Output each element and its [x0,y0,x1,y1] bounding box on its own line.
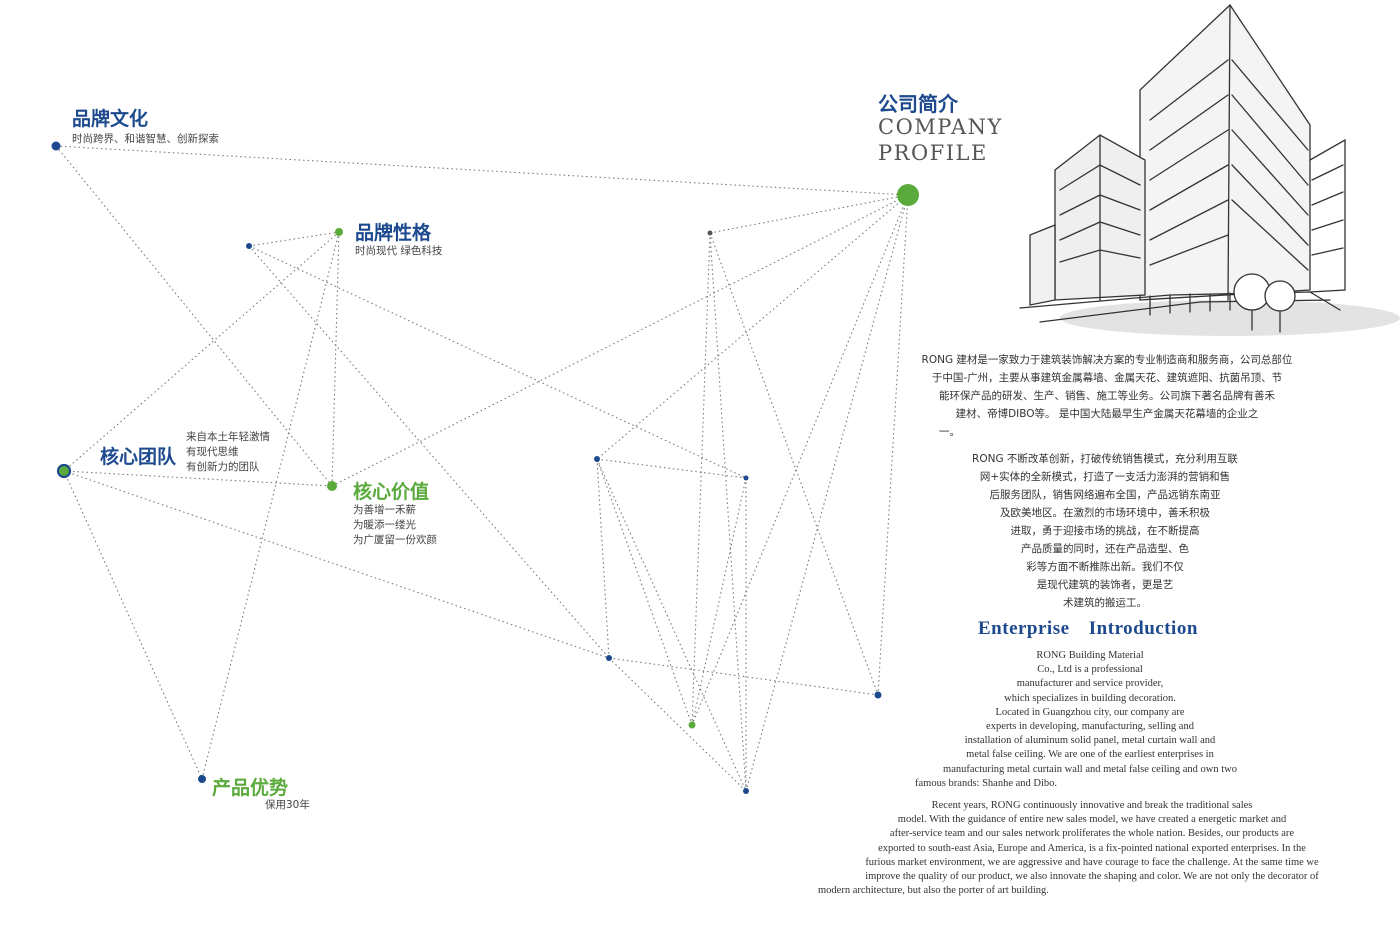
core-team-line: 有现代思维 [186,446,239,458]
cn-paragraph-line: 后服务团队，销售网络遍布全国，产品远销东南亚 [989,489,1221,501]
en-paragraph-line: experts in developing, manufacturing, se… [986,721,1194,733]
connector-line [63,470,203,780]
en-paragraph-line: Recent years, RONG continuously innovati… [931,800,1253,811]
cn-paragraph-line: 进取，勇于迎接市场的挑战，在不断提高 [1010,525,1200,537]
network-node-dot [897,184,919,206]
network-node-dot [327,481,337,491]
connector-line [596,194,909,460]
en-paragraph-line: modern architecture, but also the porter… [818,885,1049,897]
cn-paragraph-line: 于中国-广州，主要从事建筑金属幕墙、金属天花、建筑遮阳、抗菌吊顶、节 [931,372,1283,384]
en-paragraph-line: famous brands: Shanhe and Dibo. [915,777,1058,789]
network-node-dot [874,691,882,699]
cn-paragraph-line: 能环保产品的研发、生产、销售、施工等业务。公司旗下著名品牌有善禾 [939,390,1275,402]
connector-line [709,232,879,696]
cn-paragraph-line: 网+实体的全新模式，打造了一支活力澎湃的营销和售 [979,471,1231,483]
cn-paragraph-line: 及欧美地区。在激烈的市场环境中，善禾积极 [1000,507,1210,519]
network-node-dot [51,141,61,151]
connector-line [596,458,610,659]
core-team-desc: 来自本土年轻激情 有现代思维 有创新力的团队 [186,430,270,475]
cn-paragraph-line: RONG 不断改革创新，打破传统销售模式，充分利用互联 [972,453,1238,465]
en-paragraph-line: exported to south-east Asia, Europe and … [878,842,1306,854]
connector-line [248,245,610,659]
core-value-title: 核心价值 [353,481,430,503]
brand-culture-desc: 时尚跨界、和谐智慧、创新探索 [72,133,219,145]
en-paragraph-line: manufacturer and service provider, [1016,678,1164,690]
connector-line [691,194,909,726]
en-paragraph-line: model. With the guidance of entire new s… [897,814,1287,826]
core-value-line: 为善增一禾薪 [353,504,416,516]
product-advantage-title: 产品优势 [212,777,289,799]
network-node-dot [594,456,600,462]
connector-line [248,231,340,247]
cn-paragraph-line: RONG 建材是一家致力于建筑装饰解决方案的专业制造商和服务商，公司总部位 [921,354,1293,366]
cn-paragraph-2: RONG 不断改革创新，打破传统销售模式，充分利用互联 网+实体的全新模式，打造… [940,450,1270,612]
network-node-dot [335,228,343,236]
company-profile-title-en-line: PROFILE [878,141,988,165]
en-paragraph-line: Co., Ltd is a professional [1037,664,1143,676]
connector-line [877,194,909,696]
en-paragraph-line: after-service team and our sales network… [889,828,1295,840]
product-advantage-desc: 保用30年 [265,799,310,811]
connector-line [55,145,909,196]
connector-line [596,458,693,726]
cn-paragraph-line: 产品质量的同时，还在产品造型、色 [1021,543,1189,555]
company-profile-title-cn: 公司简介 [878,92,958,116]
brand-character-desc: 时尚现代 绿色科技 [355,245,443,257]
cn-paragraph-line: 是现代建筑的装饰者，更是艺 [1036,579,1174,591]
core-value-line: 为广厦留一份欢颜 [353,534,437,546]
cn-paragraph-line: 建材、帝博DIBO等。 是中国大陆最早生产金属天花幕墙的企业之 [955,408,1259,420]
connector-line [201,231,340,780]
core-team-line: 有创新力的团队 [186,461,260,473]
network-node-dot [246,243,252,249]
brand-character-title: 品牌性格 [355,222,432,244]
cn-paragraph-line: 彩等方面不断推陈出新。我们不仅 [1026,561,1184,573]
en-paragraph-line: installation of aluminum solid panel, me… [964,735,1216,747]
en-paragraph-line: RONG Building Material [1036,650,1144,661]
enterprise-introduction-title: Enterprise Introduction [978,618,1198,639]
en-paragraph-line: which specializes in building decoration… [1004,692,1176,704]
connector-line [608,657,747,792]
network-node-dot [198,775,206,783]
connector-line [331,231,340,487]
cn-paragraph-1: RONG 建材是一家致力于建筑装饰解决方案的专业制造商和服务商，公司总部位 于中… [897,351,1317,441]
en-paragraph-1: RONG Building Material Co., Ltd is a pro… [915,649,1265,791]
connector-line [596,458,747,479]
network-node-dot [56,463,72,479]
cn-paragraph-line: 术建筑的搬运工。 [1063,597,1147,609]
brand-culture-title: 品牌文化 [72,108,149,130]
en-paragraph-2: Recent years, RONG continuously innovati… [818,799,1366,898]
en-paragraph-line: furious market environment, we are aggre… [865,856,1319,868]
connector-line [691,477,747,726]
connector-line [608,657,879,696]
network-node-dot [707,230,713,236]
en-paragraph-line: manufacturing metal curtain wall and met… [943,763,1237,775]
network-node-dot [606,655,612,661]
connector-line [63,470,610,659]
company-profile-title-en: COMPANY PROFILE [878,114,1003,166]
network-node-dot [743,788,749,794]
cn-paragraph-line: 一。 [939,426,960,438]
connector-line [55,145,333,487]
connector-line [596,458,747,792]
connector-line [691,232,711,726]
core-team-title: 核心团队 [100,446,177,468]
network-node-dot [688,721,696,729]
network-node-dot [743,475,749,481]
building-sketch-icon [1019,3,1400,336]
core-value-desc: 为善增一禾薪 为暖添一缕光 为广厦留一份欢颜 [353,503,437,548]
connector-line [248,245,747,479]
connector-line [709,194,909,234]
core-team-line: 来自本土年轻激情 [186,431,270,443]
connector-line [745,194,909,792]
en-paragraph-line: metal false ceiling. We are one of the e… [966,749,1214,761]
en-paragraph-line: Located in Guangzhou city, our company a… [995,706,1185,718]
en-paragraph-line: improve the quality of our product, we a… [865,871,1319,883]
core-value-line: 为暖添一缕光 [353,519,416,531]
connector-line [709,232,747,792]
company-profile-title-en-line: COMPANY [878,115,1003,139]
